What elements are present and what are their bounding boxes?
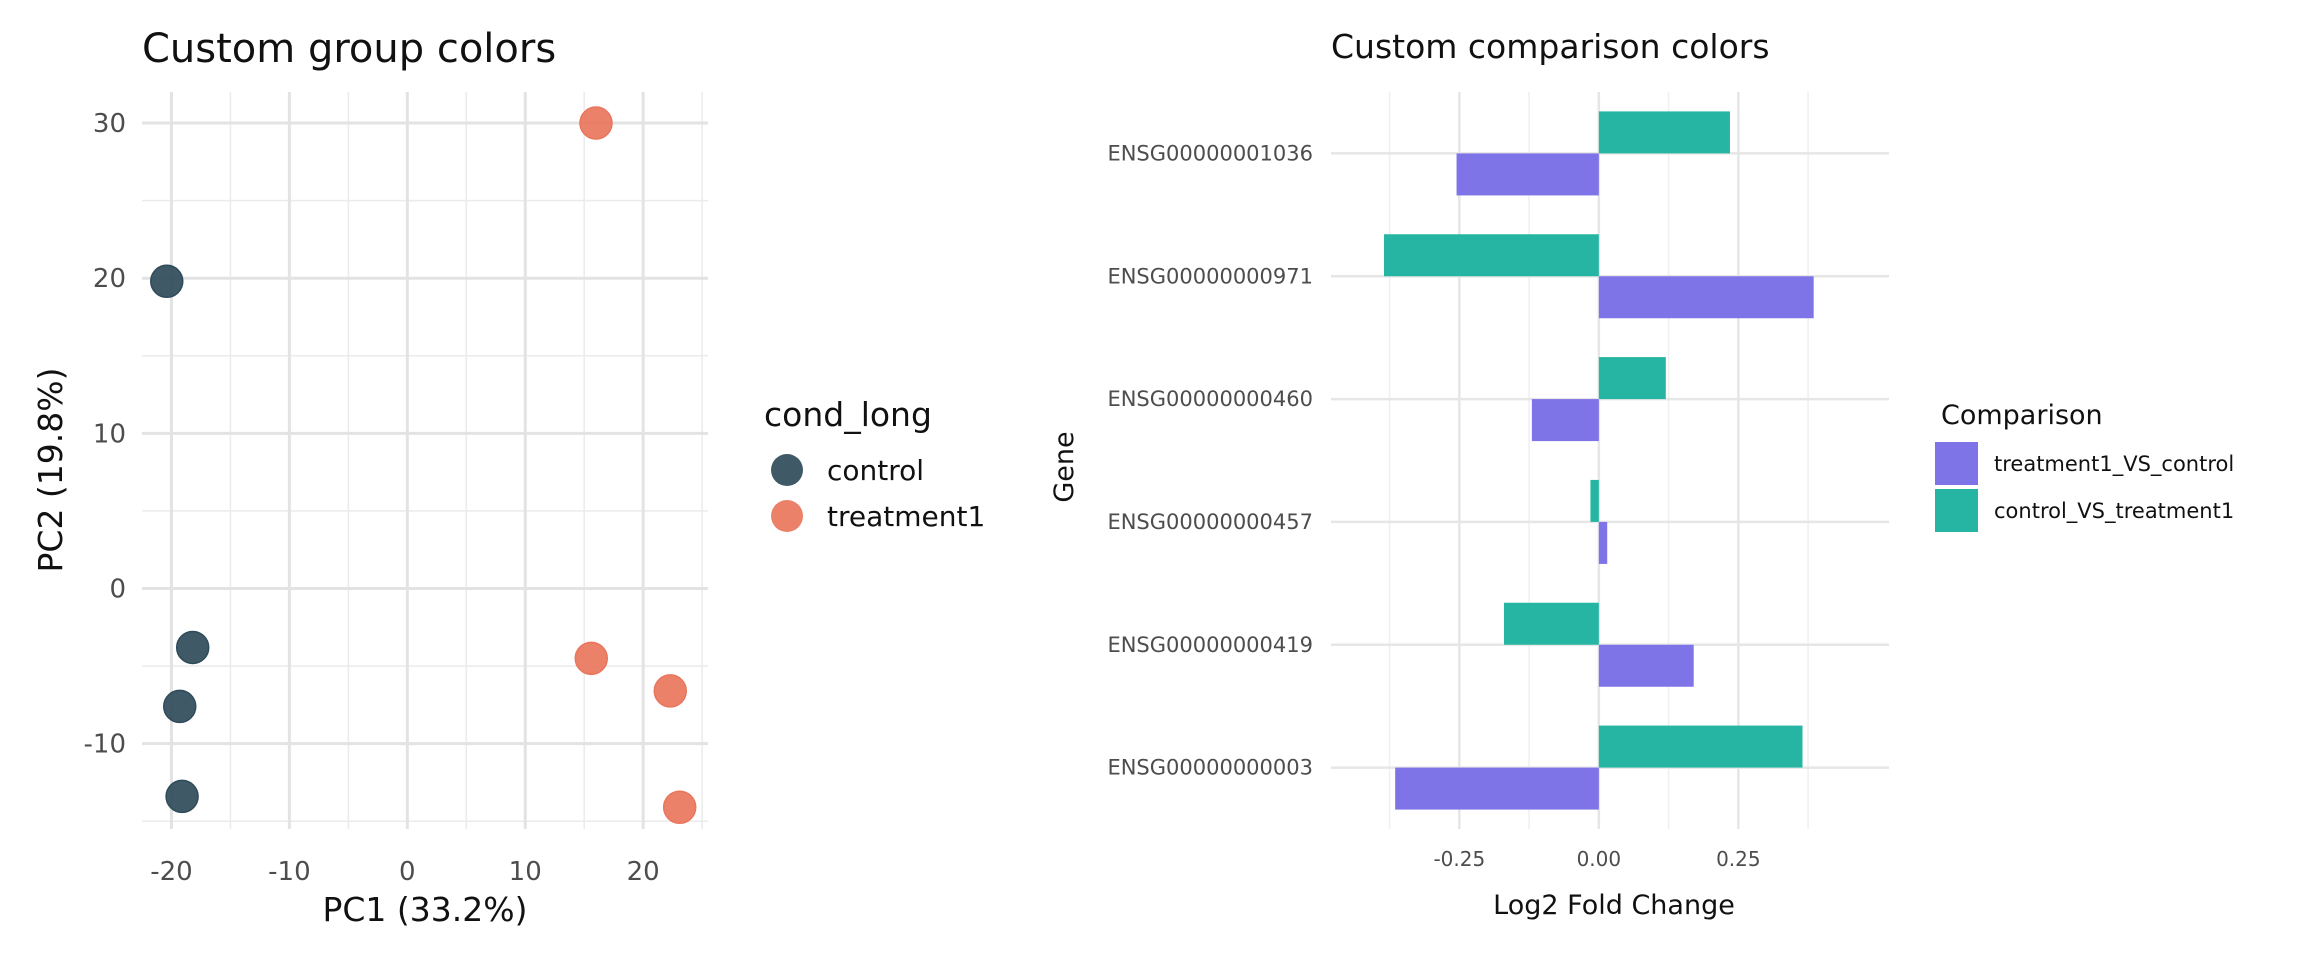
pca-panel: Custom group colors -20 -10 0 10 20 -10 0 10 20…: [31, 26, 985, 929]
pca-y-tick-label: 30: [93, 109, 126, 139]
pca-y-tick-label: 10: [93, 419, 126, 449]
fc-bar-treatment1_VS_control: [1395, 767, 1599, 810]
fc-y-tick-label: ENSG00000000971: [1107, 264, 1313, 288]
pca-grid: [142, 92, 708, 829]
fc-bar-control_VS_treatment1: [1598, 111, 1730, 154]
fc-legend-title: Comparison: [1941, 400, 2103, 431]
pca-point-control: [150, 264, 184, 299]
fc-legend-items: treatment1_VS_control control_VS_treatmen…: [1935, 442, 2234, 532]
pca-x-tick-label: 0: [399, 857, 416, 887]
fc-bar-treatment1_VS_control: [1531, 399, 1599, 442]
fc-y-tick-label: ENSG00000001036: [1107, 141, 1313, 165]
fc-bar-control_VS_treatment1: [1503, 602, 1599, 645]
fc-x-tick-label: 0.00: [1577, 847, 1622, 871]
pca-y-axis-label: PC2 (19.8%): [31, 367, 70, 572]
fc-bar-treatment1_VS_control: [1598, 644, 1694, 687]
fc-title: Custom comparison colors: [1331, 27, 1770, 66]
fc-y-ticks: ENSG00000001036ENSG00000000971ENSG000000…: [1107, 141, 1313, 779]
fc-bar-control_VS_treatment1: [1598, 725, 1803, 768]
fc-y-tick-label: ENSG00000000419: [1107, 633, 1313, 657]
fc-y-tick-label: ENSG00000000460: [1107, 387, 1313, 411]
fc-x-ticks: -0.25 0.00 0.25: [1433, 847, 1760, 871]
pca-x-tick-label: 10: [509, 857, 542, 887]
fc-legend-label-treatment1_VS_control: treatment1_VS_control: [1994, 452, 2234, 477]
pca-legend-items: control treatment1: [771, 454, 985, 533]
fc-x-tick-label: 0.25: [1716, 847, 1761, 871]
pca-legend: cond_long control treatment1: [764, 395, 985, 533]
pca-y-tick-label: -10: [84, 730, 126, 760]
fc-bar-control_VS_treatment1: [1590, 479, 1599, 522]
pca-legend-label-treatment1: treatment1: [827, 500, 985, 533]
fold-change-panel: Custom comparison colors -0.25 0.00 0.25 E…: [1049, 27, 2234, 921]
fc-legend-key-control_VS_treatment1: [1935, 489, 1978, 532]
fc-y-tick-label: ENSG00000000457: [1107, 510, 1313, 534]
fc-bar-control_VS_treatment1: [1598, 357, 1666, 400]
fc-bar-control_VS_treatment1: [1384, 234, 1599, 277]
pca-point-treatment1: [653, 674, 688, 708]
fc-bar-treatment1_VS_control: [1598, 276, 1814, 319]
fc-y-tick-label: ENSG00000000003: [1107, 756, 1313, 780]
pca-legend-key-treatment1: [771, 500, 803, 532]
fc-bar-treatment1_VS_control: [1598, 521, 1608, 564]
fc-x-axis-label: Log2 Fold Change: [1493, 890, 1735, 921]
pca-y-ticks: -10 0 10 20 30: [84, 109, 126, 760]
fc-legend: Comparison treatment1_VS_control control_…: [1935, 400, 2234, 532]
pca-x-tick-label: -20: [150, 857, 192, 887]
pca-legend-title: cond_long: [764, 395, 932, 434]
fc-legend-key-treatment1_VS_control: [1935, 442, 1978, 485]
fc-y-axis-label: Gene: [1049, 431, 1080, 502]
pca-points: [150, 106, 697, 825]
pca-x-ticks: -20 -10 0 10 20: [150, 857, 659, 887]
pca-point-treatment1: [574, 641, 609, 676]
pca-x-tick-label: 20: [627, 857, 660, 887]
fc-legend-label-control_VS_treatment1: control_VS_treatment1: [1994, 499, 2234, 524]
pca-point-control: [162, 689, 197, 724]
pca-x-tick-label: -10: [268, 857, 310, 887]
pca-x-axis-label: PC1 (33.2%): [322, 890, 527, 929]
fc-bars: [1384, 111, 1814, 810]
pca-title: Custom group colors: [142, 26, 556, 72]
pca-point-control: [175, 630, 210, 665]
pca-point-treatment1: [662, 790, 697, 825]
pca-y-tick-label: 0: [109, 575, 126, 605]
pca-legend-key-control: [771, 454, 803, 486]
pca-point-control: [165, 779, 199, 814]
pca-point-treatment1: [579, 106, 613, 140]
fc-x-tick-label: -0.25: [1433, 847, 1485, 871]
fc-bar-treatment1_VS_control: [1456, 153, 1599, 196]
pca-legend-label-control: control: [827, 454, 924, 487]
pca-y-tick-label: 20: [93, 264, 126, 294]
